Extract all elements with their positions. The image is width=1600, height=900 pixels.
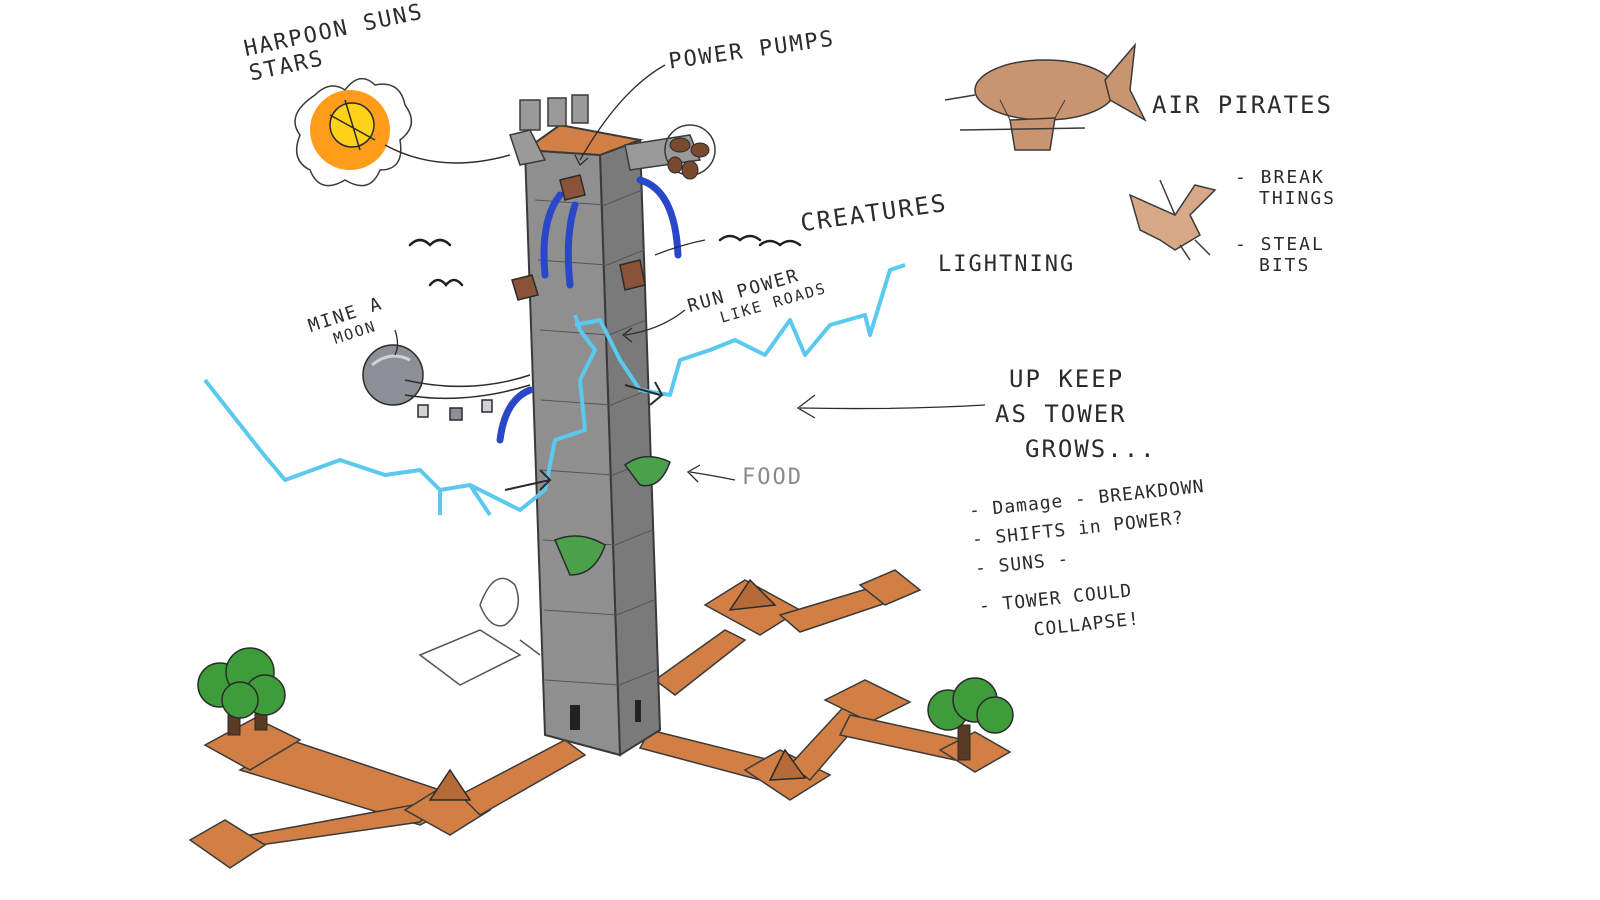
label-upkeep-line2: AS TOWER (995, 399, 1127, 428)
label-food: FOOD (742, 465, 803, 490)
house-sketch (418, 577, 541, 686)
label-steal-bits-line2: BITS (1259, 254, 1311, 276)
pointer-food (689, 471, 736, 481)
tree-right (927, 677, 1014, 761)
blue-tube-top-left (540, 191, 564, 279)
label-steal-bits: - STEAL BITS (1235, 234, 1325, 276)
huts (428, 578, 807, 801)
creatures (408, 234, 802, 287)
label-upkeep: UP KEEP AS TOWER GROWS... (995, 362, 1157, 466)
upkeep-notes: - Damage - BREAKDOWN - SHIFTS in POWER? … (968, 473, 1220, 651)
label-break-things-line1: - BREAK (1235, 167, 1325, 188)
label-break-things-line2: THINGS (1259, 187, 1337, 209)
blue-tubes (496, 176, 682, 444)
road-to-tower (458, 739, 587, 816)
power-pump-fan (664, 124, 716, 180)
harpoon-sun (294, 77, 413, 187)
hut-right-top (728, 578, 777, 611)
food-pods (554, 456, 671, 576)
food-pod-upper (623, 456, 671, 487)
blue-tube-top-right (636, 176, 682, 259)
tower-arm-left (509, 129, 547, 166)
moon-mining-cable (404, 374, 531, 421)
pointer-mine-moon (394, 329, 399, 356)
air-pirate-airship (944, 42, 1147, 151)
label-upkeep-line3: GROWS... (1025, 434, 1157, 463)
label-air-pirates: AIR PIRATES (1152, 91, 1333, 119)
label-steal-bits-line1: - STEAL (1235, 234, 1325, 255)
hut-left (428, 768, 472, 801)
harpoons (504, 381, 664, 491)
label-lightning: LIGHTNING (938, 252, 1076, 277)
pointer-power-pumps (579, 64, 666, 161)
sun-harpoon-rope (384, 144, 511, 164)
tower-top (522, 123, 644, 157)
moon (362, 344, 424, 406)
tower (509, 94, 702, 757)
hut-right-bottom (768, 748, 807, 781)
lightning (203, 263, 906, 517)
pointer-run-power (624, 309, 686, 336)
lightning-right-bolt (574, 263, 906, 397)
tree-left (197, 647, 286, 736)
power-pods (511, 174, 646, 301)
platform-bottom-left (188, 819, 267, 869)
pointer-creatures (654, 239, 706, 256)
blue-tube-mid-left (496, 386, 534, 444)
platform-mid-right (823, 679, 912, 723)
annotation-pointers (394, 64, 986, 483)
pointer-upkeep (799, 404, 986, 410)
label-upkeep-line1: UP KEEP (1009, 365, 1125, 393)
road-right-upper (653, 629, 747, 696)
food-pod-lower (554, 535, 606, 576)
lightning-left-bolt (203, 314, 597, 512)
pirate-bird-creature (1128, 179, 1217, 261)
platform-far-right (858, 569, 922, 606)
label-break-things: - BREAK THINGS (1235, 167, 1337, 209)
